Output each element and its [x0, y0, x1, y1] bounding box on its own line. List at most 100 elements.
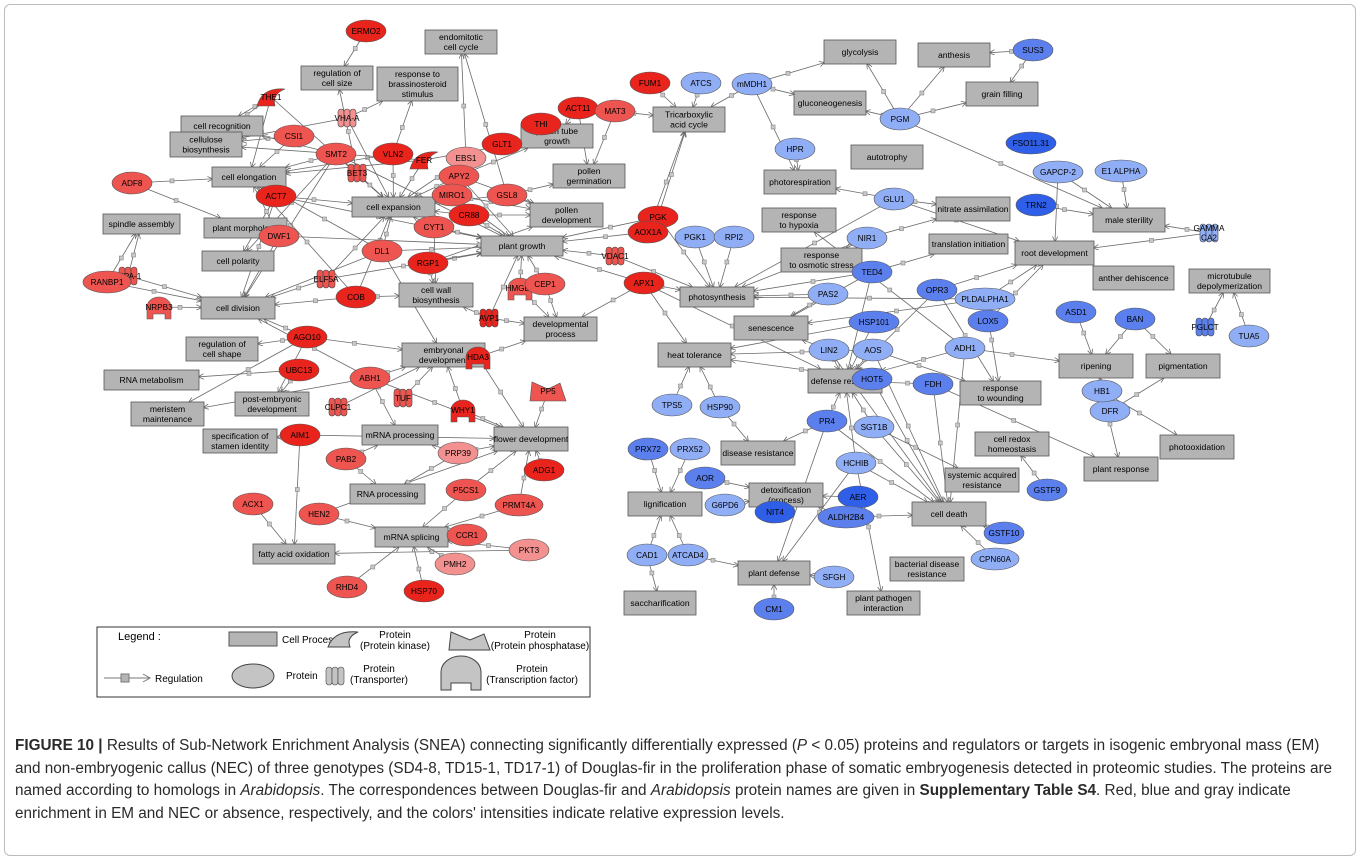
protein-hb1[interactable]: HB1 [1081, 379, 1123, 403]
protein-apy2[interactable]: APY2 [438, 164, 480, 188]
protein-hda3[interactable]: HDA3 [465, 346, 491, 370]
process-heat[interactable]: heat tolerance [657, 342, 732, 368]
protein-pglct[interactable]: PGLCT [1191, 317, 1219, 337]
protein-aos[interactable]: AOS [852, 338, 894, 362]
protein-cm1[interactable]: CM1 [753, 597, 795, 621]
process-rnamet[interactable]: RNA metabolism [103, 369, 200, 391]
protein-aim1[interactable]: AIM1 [279, 423, 321, 447]
protein-mat3[interactable]: MAT3 [594, 99, 636, 123]
protein-avp1[interactable]: AVP1 [479, 308, 500, 328]
process-glyco[interactable]: glycolysis [823, 39, 897, 65]
protein-clpc1[interactable]: CLPC1 [325, 397, 352, 417]
protein-ban[interactable]: BAN [1114, 307, 1156, 331]
process-pdefense[interactable]: plant defense [737, 560, 811, 586]
protein-glt1[interactable]: GLT1 [481, 132, 523, 156]
process-spindle[interactable]: spindle assembly [102, 213, 181, 235]
protein-g6pd6[interactable]: G6PD6 [704, 493, 746, 517]
protein-ubc13[interactable]: UBC13 [278, 358, 320, 382]
protein-elf5a[interactable]: ELF5A [313, 269, 339, 289]
protein-prp39[interactable]: PRP39 [437, 441, 479, 465]
protein-aox1a[interactable]: AOX1A [627, 220, 669, 244]
process-anther[interactable]: anther dehiscence [1092, 265, 1175, 291]
process-gluconeo[interactable]: gluconeogenesis [793, 90, 867, 116]
protein-pas2[interactable]: PAS2 [807, 282, 849, 306]
process-rnaproc[interactable]: RNA processing [349, 483, 426, 505]
process-expans[interactable]: cell expansion [351, 196, 436, 218]
protein-cep1[interactable]: CEP1 [524, 272, 566, 296]
protein-vdac1[interactable]: VDAC1 [601, 246, 629, 266]
protein-e1alpha[interactable]: E1 ALPHA [1094, 159, 1148, 183]
protein-adh1[interactable]: ADH1 [944, 336, 986, 360]
protein-p5cs1[interactable]: P5CS1 [445, 478, 487, 502]
protein-hot5[interactable]: HOT5 [851, 367, 893, 391]
protein-pmh2[interactable]: PMH2 [434, 552, 476, 576]
process-grain[interactable]: grain filling [965, 81, 1039, 107]
protein-trn2[interactable]: TRN2 [1015, 193, 1057, 217]
protein-prmt4a[interactable]: PRMT4A [494, 493, 544, 517]
protein-cob[interactable]: COB [335, 285, 377, 309]
protein-fdh[interactable]: FDH [912, 372, 954, 396]
protein-abh1[interactable]: ABH1 [349, 366, 391, 390]
protein-vln2[interactable]: VLN2 [372, 142, 414, 166]
protein-rpi2[interactable]: RPI2 [713, 225, 755, 249]
process-sacch[interactable]: saccharification [623, 590, 697, 616]
protein-sfgh[interactable]: SFGH [813, 565, 855, 589]
process-pigment[interactable]: pigmentation [1145, 353, 1221, 379]
protein-atcs[interactable]: ATCS [680, 71, 722, 95]
protein-glu1[interactable]: GLU1 [873, 187, 915, 211]
protein-ermo2[interactable]: ERMO2 [345, 19, 387, 43]
process-anthesis[interactable]: anthesis [917, 42, 991, 68]
protein-sus3[interactable]: SUS3 [1012, 38, 1054, 62]
protein-fso11[interactable]: FSO11.31 [1005, 131, 1057, 155]
protein-hpr[interactable]: HPR [774, 137, 816, 161]
protein-nir1[interactable]: NIR1 [846, 226, 888, 250]
protein-opr3[interactable]: OPR3 [916, 278, 958, 302]
protein-acx1[interactable]: ACX1 [232, 492, 274, 516]
process-ripen[interactable]: ripening [1058, 353, 1134, 379]
protein-tuf[interactable]: TUF [393, 388, 413, 408]
process-disres[interactable]: disease resistance [720, 440, 796, 466]
protein-adg1[interactable]: ADG1 [523, 458, 565, 482]
protein-hen2[interactable]: HEN2 [298, 502, 340, 526]
protein-the1[interactable]: THE1 [256, 88, 286, 107]
process-lignif[interactable]: lignification [627, 491, 703, 517]
protein-tua5[interactable]: TUA5 [1228, 324, 1270, 348]
protein-csi1[interactable]: CSI1 [273, 124, 315, 148]
process-flower[interactable]: flower development [493, 426, 569, 452]
protein-ted4[interactable]: TED4 [851, 260, 893, 284]
protein-cad1[interactable]: CAD1 [626, 543, 668, 567]
process-fatox[interactable]: fatty acid oxidation [252, 543, 336, 565]
protein-aer[interactable]: AER [837, 485, 879, 509]
protein-why1[interactable]: WHY1 [450, 399, 476, 423]
process-div[interactable]: cell division [200, 296, 276, 320]
protein-prx72[interactable]: PRX72 [627, 437, 669, 461]
protein-pldalpha1[interactable]: PLDALPHA1 [954, 287, 1016, 311]
process-rootdev[interactable]: root development [1014, 240, 1095, 266]
protein-rgp1[interactable]: RGP1 [407, 251, 449, 275]
protein-dl1[interactable]: DL1 [361, 239, 403, 263]
process-autotr[interactable]: autotrophy [850, 144, 924, 170]
process-splice[interactable]: mRNA splicing [374, 526, 449, 548]
protein-nrpb3[interactable]: NRPB3 [145, 296, 173, 320]
protein-hsp90[interactable]: HSP90 [699, 395, 741, 419]
protein-dfr[interactable]: DFR [1089, 399, 1131, 423]
protein-gapcp2[interactable]: GAPCP-2 [1032, 160, 1084, 184]
protein-sgt1b[interactable]: SGT1B [853, 415, 895, 439]
